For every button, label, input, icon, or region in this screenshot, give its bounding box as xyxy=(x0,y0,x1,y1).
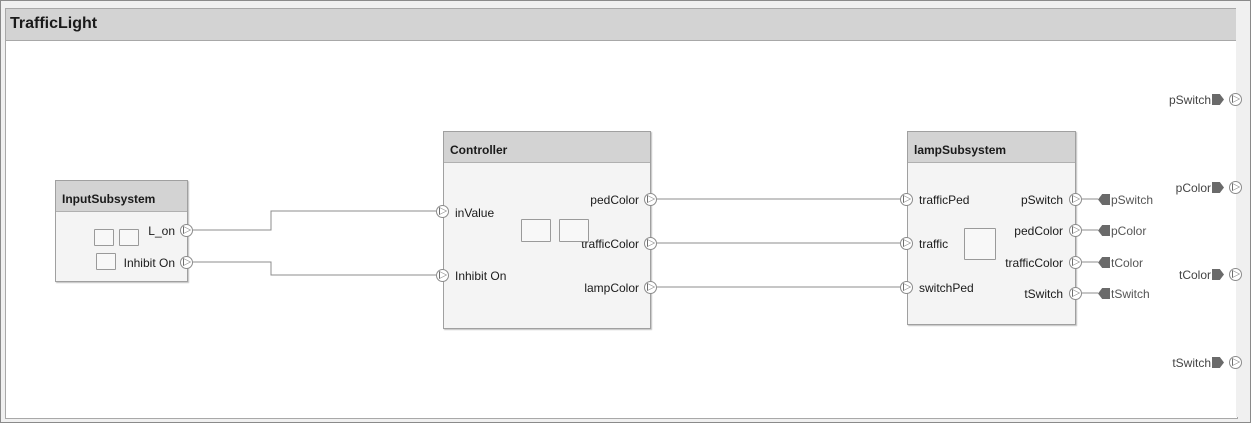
port-label-l-on: L_on xyxy=(148,224,175,238)
port-label-switchped: switchPed xyxy=(919,281,974,295)
port-label-trafficcolor: trafficColor xyxy=(1005,256,1063,270)
goto-tag-icon xyxy=(1212,94,1224,105)
from-tag-icon[interactable] xyxy=(1098,225,1110,236)
model-title: TrafficLight xyxy=(10,15,98,32)
input-subsystem-title: InputSubsystem xyxy=(62,192,156,206)
goto-tag-icon xyxy=(1212,182,1224,193)
goto-tag-icon xyxy=(1212,269,1224,280)
goto-tag-icon xyxy=(1212,357,1224,368)
boundary-outport-tcolor[interactable] xyxy=(1229,268,1242,281)
inport-switchped[interactable] xyxy=(900,281,913,294)
inport-mini-block xyxy=(119,229,139,246)
input-subsystem-block[interactable]: InputSubsystem L_on Inhibit On xyxy=(55,180,188,282)
port-label-inhibit-on: Inhibit On xyxy=(123,256,175,270)
inport-mini-block xyxy=(94,229,114,246)
model-title-bar: TrafficLight xyxy=(6,9,1237,41)
inport-invalue[interactable] xyxy=(436,205,449,218)
lamp-subsystem-title: lampSubsystem xyxy=(914,143,1007,157)
boundary-outport-tswitch[interactable] xyxy=(1229,356,1242,369)
port-label-trafficcolor: trafficColor xyxy=(581,237,639,251)
boundary-outport-pswitch[interactable] xyxy=(1229,93,1242,106)
lamp-subsystem-header: lampSubsystem xyxy=(908,132,1075,163)
controller-header: Controller xyxy=(444,132,650,163)
port-label-pedcolor: pedColor xyxy=(590,193,639,207)
boundary-port-label-tcolor: tColor xyxy=(1178,268,1211,282)
controller-block[interactable]: Controller inValue Inhibit On pedColor t… xyxy=(443,131,651,329)
boundary-port-label-pcolor: pColor xyxy=(1175,181,1211,195)
inport-inhibit-on[interactable] xyxy=(436,269,449,282)
right-port-rail xyxy=(1236,8,1249,417)
outport-trafficcolor[interactable] xyxy=(1069,256,1082,269)
from-tag-icon[interactable] xyxy=(1098,194,1110,205)
inport-mini-block xyxy=(96,253,116,270)
from-tag-label: pColor xyxy=(1111,224,1147,238)
outport-lampcolor[interactable] xyxy=(644,281,657,294)
lamp-subsystem-block[interactable]: lampSubsystem trafficPed traffic switchP… xyxy=(907,131,1076,325)
outport-pswitch[interactable] xyxy=(1069,193,1082,206)
subsystem-mini-block xyxy=(964,228,996,260)
from-tag-icon[interactable] xyxy=(1098,257,1110,268)
port-label-inhibit-on: Inhibit On xyxy=(455,269,507,283)
port-label-invalue: inValue xyxy=(455,206,495,220)
port-label-trafficped: trafficPed xyxy=(919,193,970,207)
boundary-outport-pcolor[interactable] xyxy=(1229,181,1242,194)
inport-trafficped[interactable] xyxy=(900,193,913,206)
chart-mini-block xyxy=(559,219,589,242)
outport-pedcolor[interactable] xyxy=(644,193,657,206)
wire-inhibit-inhibit xyxy=(193,261,436,276)
boundary-port-label-tswitch: tSwitch xyxy=(1172,356,1211,370)
outport-inhibit-on[interactable] xyxy=(180,256,193,269)
input-subsystem-header: InputSubsystem xyxy=(56,181,187,212)
controller-title: Controller xyxy=(450,143,508,157)
outport-l-on[interactable] xyxy=(180,224,193,237)
from-tag-icon[interactable] xyxy=(1098,288,1110,299)
from-tag-label: pSwitch xyxy=(1111,193,1154,207)
port-label-traffic: traffic xyxy=(919,237,949,251)
from-tag-label: tColor xyxy=(1111,256,1144,270)
port-label-pedcolor: pedColor xyxy=(1014,224,1063,238)
from-tag-label: tSwitch xyxy=(1111,287,1150,301)
outport-pedcolor[interactable] xyxy=(1069,224,1082,237)
outport-trafficcolor[interactable] xyxy=(644,237,657,250)
inport-traffic[interactable] xyxy=(900,237,913,250)
port-label-tswitch: tSwitch xyxy=(1024,287,1063,301)
boundary-port-label-pswitch: pSwitch xyxy=(1168,93,1211,107)
chart-mini-block xyxy=(521,219,551,242)
port-label-lampcolor: lampColor xyxy=(584,281,639,295)
wire-lon-invalue xyxy=(193,210,436,231)
port-label-pswitch: pSwitch xyxy=(1020,193,1063,207)
outport-tswitch[interactable] xyxy=(1069,287,1082,300)
